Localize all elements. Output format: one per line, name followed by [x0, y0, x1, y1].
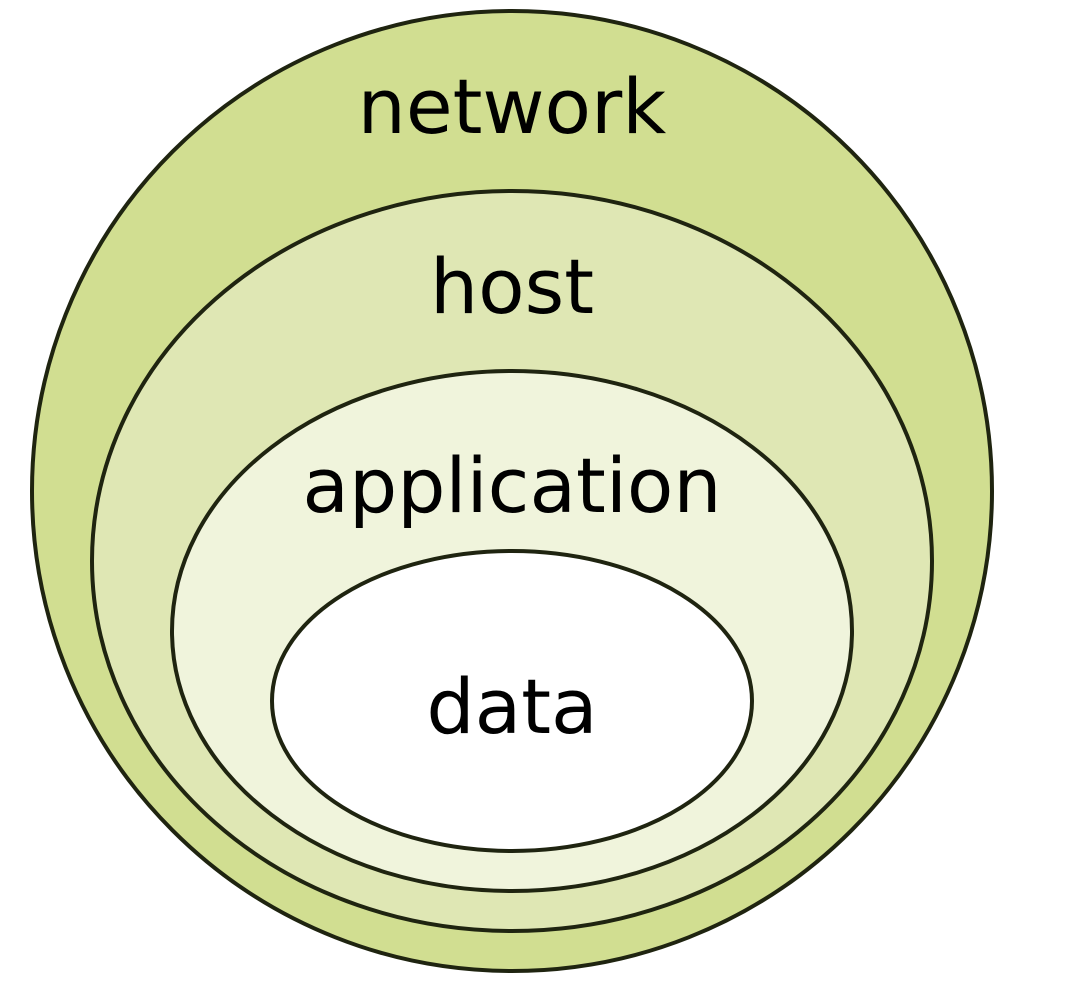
data-ellipse [270, 549, 754, 853]
host-label: host [430, 242, 594, 331]
application-label: application [302, 441, 721, 530]
data-layer: data [270, 549, 754, 853]
network-label: network [358, 62, 667, 151]
data-label: data [426, 662, 597, 751]
